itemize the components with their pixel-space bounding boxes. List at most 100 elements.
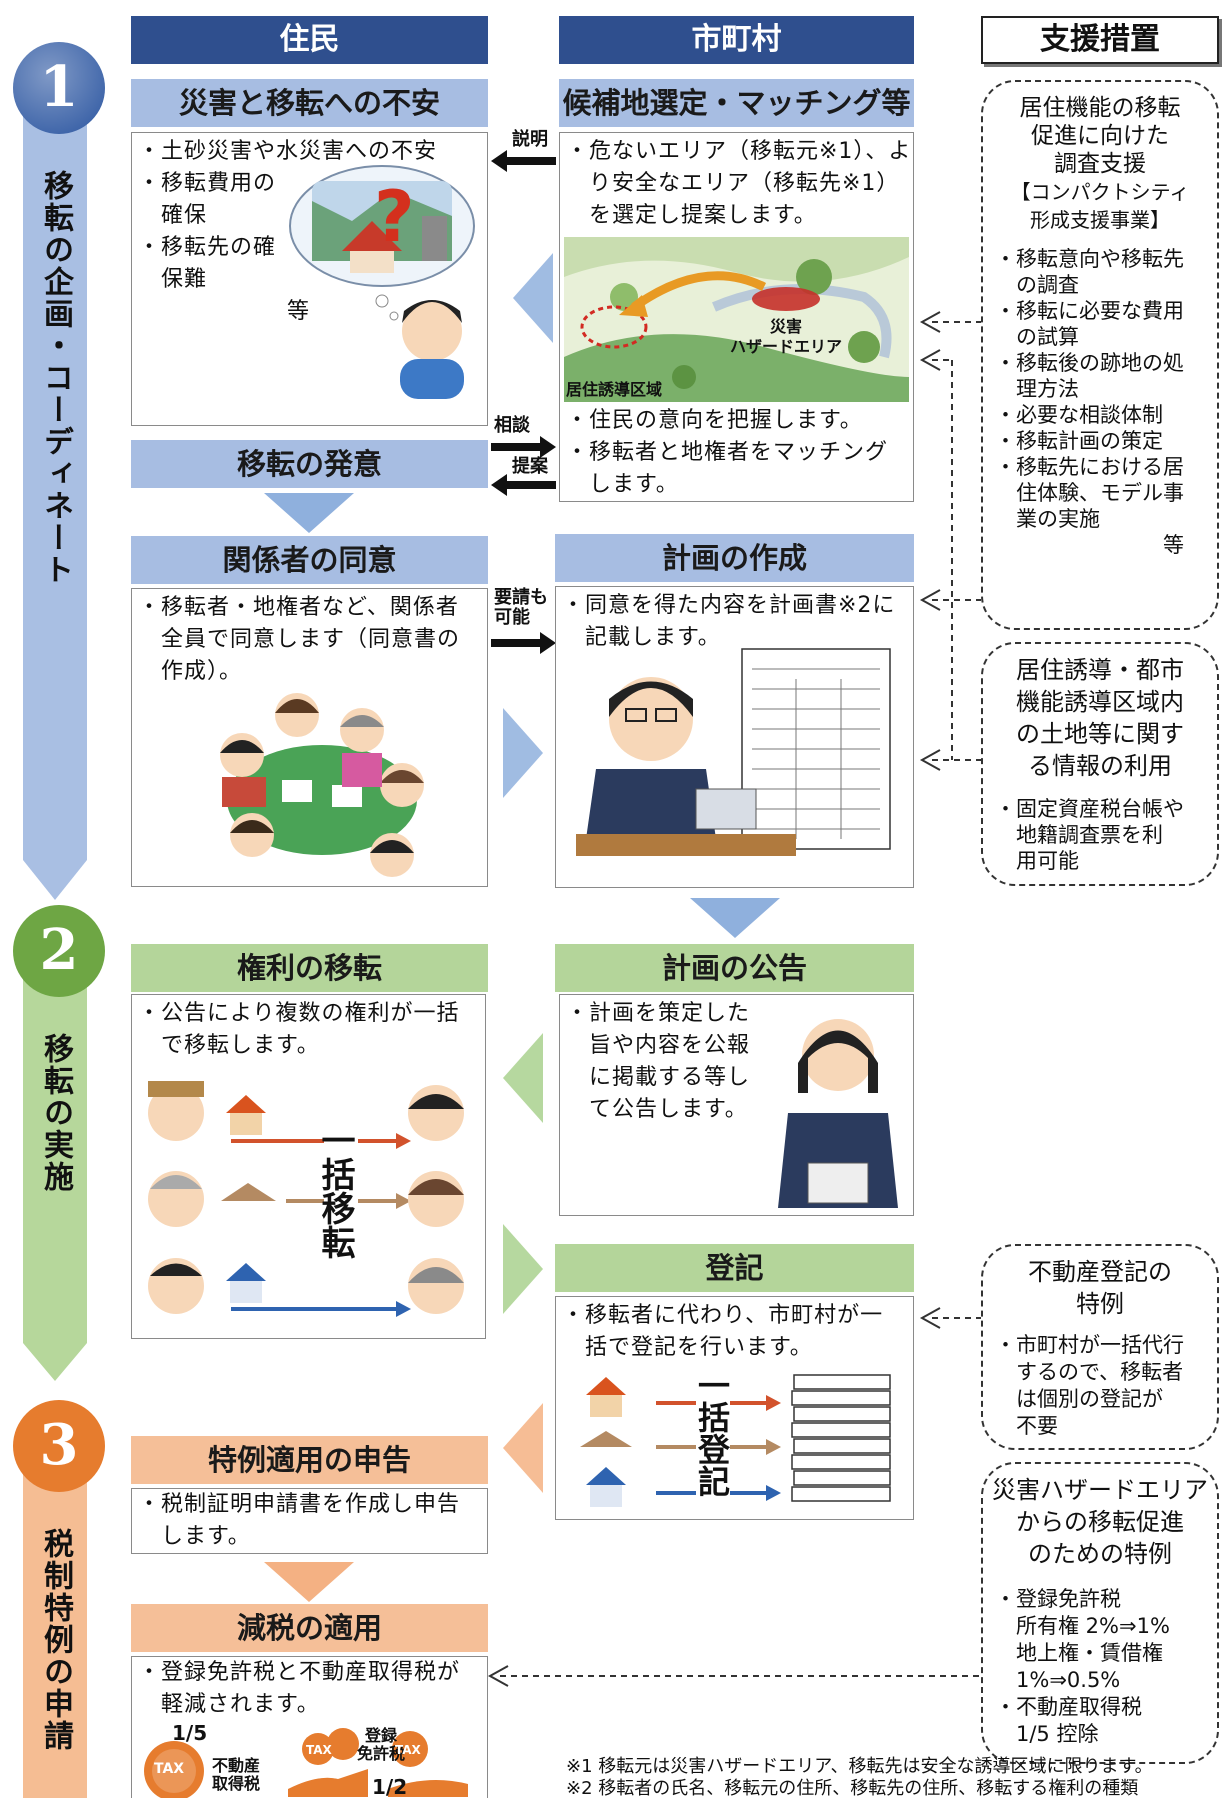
flow-arrow-left-blue-1 — [513, 253, 553, 343]
step-plan-box: ・同意を得た内容を計画書※2に 記載します。 — [555, 586, 914, 888]
rights-line: で移転します。 — [138, 1033, 320, 1058]
label-consult: 相談 — [494, 415, 530, 436]
anxiety-line: ・移転先の確 — [138, 235, 277, 260]
support-item: 1/5 控除 — [995, 1722, 1099, 1746]
phase-1-number: 1 — [39, 54, 79, 120]
tax-right-badge: TAX — [306, 1743, 332, 1757]
support-title-line: 調査支援 — [1054, 151, 1146, 177]
bulk-registry-illustration — [580, 1374, 891, 1507]
support-title-line: のための特例 — [1028, 1540, 1172, 1568]
step-plan-title: 計画の作成 — [555, 534, 914, 582]
header-municipality: 市町村 — [559, 16, 914, 64]
rights-transfer-illustration — [148, 1081, 464, 1317]
arrow-left-propose — [491, 474, 556, 496]
tax-right-fraction: 1/2 — [372, 1775, 408, 1798]
support-item: は個別の登記が — [995, 1387, 1163, 1411]
flow-arrow-right-blue-1 — [503, 708, 543, 798]
declare-line: ・税制証明申請書を作成し申告 — [138, 1492, 461, 1517]
support-title-line: 【コンパクトシティ — [1010, 180, 1190, 204]
candidate-line: り安全なエリア（移転先※1） — [566, 171, 900, 196]
flow-arrow-down-orange — [264, 1562, 354, 1602]
support-item: 等 — [995, 533, 1184, 557]
declare-line: します。 — [138, 1524, 251, 1549]
support-item: ・移転計画の策定 — [995, 429, 1163, 453]
step-registry-title: 登記 — [555, 1244, 914, 1292]
support-item: ・市町村が一括代行 — [995, 1333, 1184, 1357]
flow-arrow-left-orange — [503, 1403, 543, 1493]
announce-line: ・計画を策定した — [566, 1001, 751, 1026]
registry-vertical-label: 一括登記 — [693, 1369, 731, 1497]
hazard-map-illustration: 居住誘導区域 — [564, 237, 909, 402]
candidate-line-2: します。 — [566, 472, 679, 497]
tax-left-fraction: 1/5 — [172, 1721, 208, 1745]
step-anxiety-box: ・土砂災害や水災害への不安 ・移転費用の 確保 ・移転先の確 保難 等 ? — [131, 132, 488, 426]
phase-3-label: 税制特例の申請 — [38, 1528, 73, 1752]
tax-left-badge: TAX — [154, 1761, 185, 1777]
support-item: ・移転意向や移転先 — [995, 247, 1184, 271]
support-item: の試算 — [995, 325, 1079, 349]
support-item: ・不動産取得税 — [995, 1695, 1142, 1719]
step-registry-box: ・移転者に代わり、市町村が一 括で登記を行います。 一括登記 — [555, 1296, 914, 1520]
support-registry: 不動産登記の 特例 ・市町村が一括代行 するので、移転者 は個別の登記が 不要 — [981, 1244, 1219, 1450]
anxiety-line: 等 — [218, 299, 311, 324]
step-intent-title: 移転の発意 — [131, 440, 488, 488]
step-candidate-title: 候補地選定・マッチング等 — [559, 79, 914, 127]
step-anxiety-title: 災害と移転への不安 — [131, 79, 488, 127]
announce-line: 旨や内容を公報 — [566, 1033, 751, 1058]
announcer-illustration — [778, 1019, 898, 1208]
phase-3-number: 3 — [39, 1412, 79, 1478]
header-resident: 住民 — [131, 16, 488, 64]
rights-line: ・公告により複数の権利が一括 — [138, 1001, 460, 1026]
support-item: 地上権・賃借権 — [995, 1641, 1163, 1665]
support-title-line: 機能誘導区域内 — [1016, 688, 1184, 716]
support-item: 1%⇒0.5% — [995, 1668, 1121, 1692]
support-item: ・固定資産税台帳や — [995, 797, 1184, 821]
support-item: ・移転先における居 — [995, 455, 1184, 479]
anxiety-line: 保難 — [138, 267, 208, 292]
flow-arrow-down-blue-1 — [264, 493, 354, 533]
worried-person-illustration: ? — [289, 165, 475, 399]
step-rights-title: 権利の移転 — [131, 944, 488, 992]
anxiety-line: ・移転費用の — [138, 171, 277, 196]
label-propose: 提案 — [512, 456, 548, 477]
support-item: ・移転後の跡地の処 — [995, 351, 1184, 375]
tax-right-badge-2: TAX — [395, 1743, 421, 1757]
support-item: ・移転に必要な費用 — [995, 299, 1184, 323]
support-item: の調査 — [995, 273, 1079, 297]
svg-text:?: ? — [374, 176, 415, 258]
phase-3-stripe — [13, 1400, 105, 1798]
support-title-line: の土地等に関す — [1016, 720, 1184, 748]
support-tax: 災害ハザードエリア からの移転促進 のための特例 ・登録免許税 所有権 2%⇒1… — [981, 1462, 1219, 1764]
flow-arrow-right-green — [503, 1224, 543, 1314]
meeting-illustration — [220, 693, 424, 877]
arrow-right-consult — [491, 436, 556, 458]
phase-2-stripe — [13, 905, 105, 1381]
plan-line: ・同意を得た内容を計画書※2に — [562, 593, 896, 618]
step-announce-title: 計画の公告 — [555, 944, 914, 992]
step-declare-title: 特例適用の申告 — [131, 1436, 488, 1484]
candidate-line-2: ・住民の意向を把握します。 — [566, 408, 863, 433]
support-title-line: からの移転促進 — [1016, 1508, 1184, 1536]
label-explain: 説明 — [512, 129, 548, 150]
consent-line: 作成）。 — [138, 659, 243, 684]
anxiety-line: 確保 — [138, 203, 208, 228]
registry-line: 括で登記を行います。 — [562, 1335, 813, 1360]
flow-arrow-left-green — [503, 1033, 543, 1123]
phase-1-stripe — [13, 42, 105, 900]
announce-line: に掲載する等し — [566, 1065, 751, 1090]
phase-2-label: 移転の実施 — [38, 1033, 73, 1193]
support-zone-info: 居住誘導・都市 機能誘導区域内 の土地等に関す る情報の利用 ・固定資産税台帳や… — [981, 642, 1219, 886]
phase-2-number: 2 — [39, 917, 79, 983]
arrow-right-request — [491, 632, 556, 654]
support-item: ・登録免許税 — [995, 1587, 1121, 1611]
support-item: 用可能 — [995, 849, 1079, 873]
step-rights-box: ・公告により複数の権利が一括 で移転します。 一括移転 — [131, 994, 486, 1339]
anxiety-line: ・土砂災害や水災害への不安 — [138, 139, 438, 164]
reduction-line: 軽減されます。 — [138, 1692, 320, 1717]
tax-reduction-illustration — [144, 1728, 468, 1798]
support-item: するので、移転者 — [995, 1360, 1184, 1384]
support-title-line: 特例 — [1076, 1290, 1124, 1318]
support-item: 理方法 — [995, 377, 1079, 401]
support-title-line: 不動産登記の — [1028, 1258, 1172, 1286]
header-support: 支援措置 — [981, 16, 1219, 64]
